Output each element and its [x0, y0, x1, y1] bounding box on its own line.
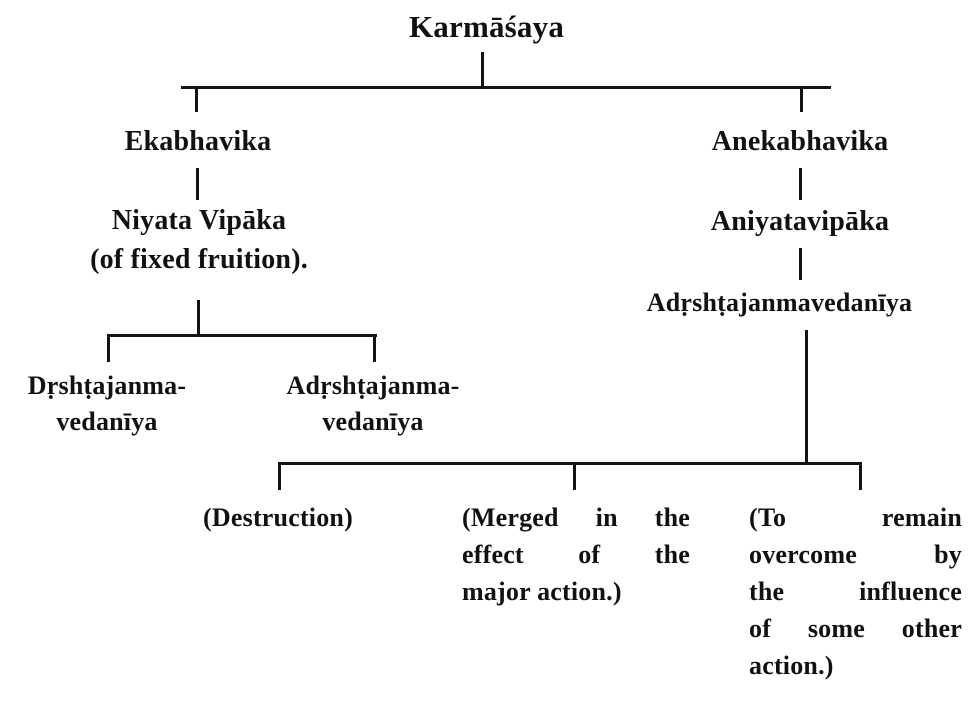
connector-drop-left	[195, 86, 198, 112]
outcome-overcome-line2: overcome by	[749, 539, 962, 569]
node-aniyatavipaka: Aniyatavipāka	[710, 206, 890, 237]
outcome-overcome-line5: action.)	[749, 650, 834, 680]
node-adrshtajanmavedaniya-right: Adṛshṭajanmavedanīya	[646, 288, 913, 317]
node-niyata-vipaka-line1: Niyata Vipāka	[111, 205, 287, 236]
outcome-overcome-by-other-action: (To remain overcome by the influence of …	[749, 500, 962, 685]
connector-anekabhavika-to-aniyata	[799, 168, 802, 200]
connector-ekabhavika-to-niyata	[196, 168, 199, 200]
node-niyata-vipaka-line2: (of fixed fruition).	[90, 243, 308, 275]
connector-top-bar	[181, 86, 831, 89]
outcome-overcome-line4: of some other	[749, 613, 962, 643]
node-ekabhavika: Ekabhavika	[124, 126, 272, 157]
outcome-merged-line1: (Merged in the	[462, 503, 690, 532]
connector-mid-left-bar	[107, 334, 377, 337]
outcome-overcome-line3: the influence	[749, 576, 962, 606]
connector-drop-overcome	[859, 462, 862, 490]
node-drshtajanmavedaniya-line2: vedanīya	[56, 406, 158, 436]
connector-niyata-stem	[197, 300, 200, 336]
outcome-merged-line2: effect of the	[462, 539, 690, 569]
outcome-overcome-line1: (To remain	[749, 503, 962, 532]
node-niyata-vipaka: Niyata Vipāka (of fixed fruition).	[38, 202, 360, 279]
node-adrshtajanmavedaniya-left-line1: Adṛshṭajanma-	[286, 371, 460, 400]
connector-drop-right	[800, 86, 803, 112]
connector-root-stem	[481, 52, 484, 88]
outcome-merged-in-major-action: (Merged in the effect of the major actio…	[462, 500, 690, 611]
connector-bottom-bar	[278, 462, 862, 465]
connector-drop-merged	[573, 462, 576, 490]
outcome-destruction: (Destruction)	[203, 503, 353, 532]
connector-drop-adrshta	[373, 334, 376, 362]
node-anekabhavika: Anekabhavika	[711, 126, 889, 157]
node-drshtajanmavedaniya: Dṛshṭajanma- vedanīya	[0, 368, 220, 440]
connector-drop-destruction	[278, 462, 281, 490]
node-adrshtajanmavedaniya-left-line2: vedanīya	[322, 406, 424, 436]
connector-adrshta-long-stem	[805, 330, 808, 464]
node-adrshtajanmavedaniya-left: Adṛshṭajanma- vedanīya	[248, 368, 498, 440]
node-karmasaya: Karmāśaya	[408, 9, 565, 44]
node-drshtajanmavedaniya-line1: Dṛshṭajanma-	[27, 371, 187, 400]
connector-aniyata-to-adrshta	[799, 248, 802, 280]
outcome-merged-line3: major action.)	[462, 576, 622, 606]
connector-drop-drshta	[107, 334, 110, 362]
